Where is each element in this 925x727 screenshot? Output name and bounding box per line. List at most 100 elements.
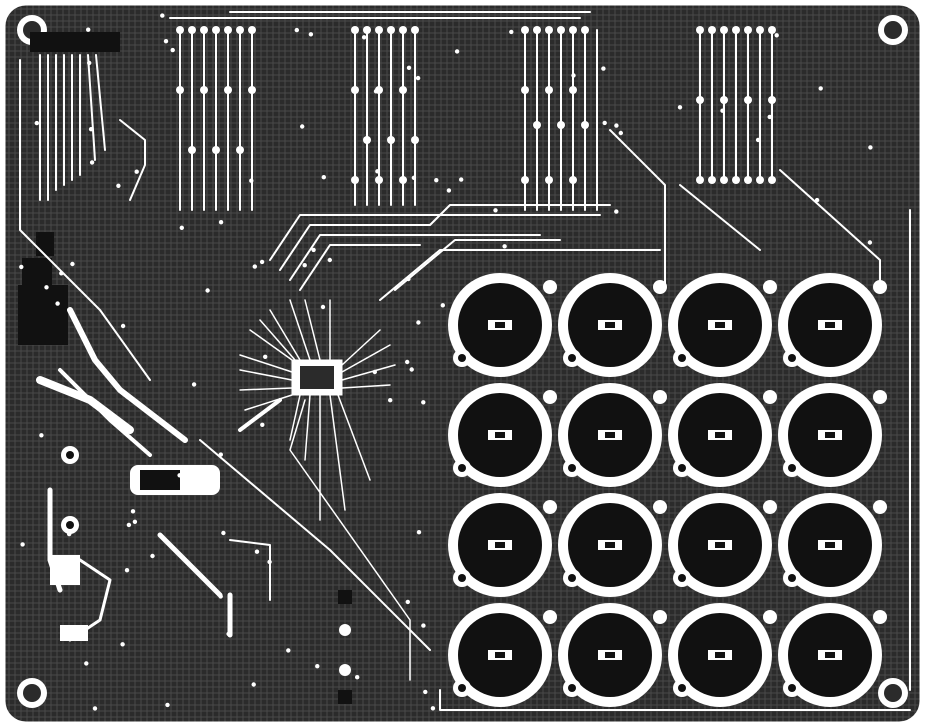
via-icon [814, 197, 820, 203]
via-icon [868, 145, 873, 150]
via-icon [218, 594, 223, 599]
via-icon [315, 664, 320, 669]
ic-footprint-icon [238, 299, 411, 681]
contact-pad-icon [558, 493, 667, 597]
via-icon [388, 398, 393, 403]
via-icon [415, 75, 421, 81]
via-icon [372, 369, 377, 375]
via-icon [251, 682, 256, 687]
contact-pad-array [448, 273, 887, 707]
contact-pad-icon [558, 383, 667, 487]
via-icon [177, 473, 182, 478]
via-icon [130, 509, 136, 514]
via-icon [614, 123, 619, 128]
via-icon [311, 247, 316, 253]
via-icon [67, 531, 72, 537]
via-icon [252, 264, 257, 269]
via-icon [677, 105, 683, 110]
via-icon [165, 702, 170, 708]
via-icon [170, 47, 175, 53]
via-icon [406, 65, 412, 71]
mounting-hole-icon [878, 678, 908, 708]
via-icon [618, 130, 623, 136]
via-icon [34, 120, 39, 126]
via-icon [818, 86, 823, 91]
via-icon [509, 29, 514, 35]
via-icon [405, 359, 410, 365]
via-icon [39, 433, 44, 438]
contact-pad-icon [448, 273, 557, 377]
via-icon [254, 549, 260, 554]
via-icon [163, 39, 169, 44]
via-icon [423, 689, 428, 695]
connector-group-2 [351, 26, 419, 206]
mounting-hole-icon [17, 678, 47, 708]
connector-group-3 [521, 26, 598, 211]
via-icon [150, 553, 155, 559]
contact-pad-icon [558, 273, 667, 377]
via-icon [294, 27, 299, 33]
contact-pad-icon [778, 273, 887, 377]
via-icon [88, 127, 94, 132]
contact-pad-icon [668, 493, 777, 597]
contact-pad-icon [448, 383, 557, 487]
via-icon [249, 178, 254, 183]
via-icon [430, 706, 436, 711]
via-icon [321, 175, 326, 180]
via-icon [160, 13, 165, 18]
via-icon [502, 244, 507, 249]
via-icon [286, 648, 291, 653]
contact-pad-icon [448, 603, 557, 707]
via-icon [300, 124, 305, 129]
via-icon [454, 49, 460, 54]
via-icon [20, 542, 25, 547]
via-icon [416, 530, 422, 535]
via-icon [260, 422, 265, 427]
contact-pad-icon [668, 603, 777, 707]
via-icon [134, 169, 139, 174]
via-icon [92, 706, 98, 711]
contact-pad-icon [778, 603, 887, 707]
via-icon [267, 559, 272, 565]
via-icon [70, 261, 75, 267]
via-icon [375, 169, 380, 174]
via-icon [179, 225, 184, 230]
via-icon [86, 27, 91, 32]
via-icon [205, 288, 210, 293]
via-icon [84, 661, 89, 666]
via-icon [89, 160, 95, 165]
via-icon [459, 177, 464, 182]
via-icon [116, 183, 121, 188]
via-icon [373, 89, 379, 94]
via-icon [409, 367, 414, 372]
via-icon [774, 33, 779, 38]
via-icon [221, 530, 226, 536]
via-icon [421, 400, 426, 405]
lower-routing [157, 439, 431, 704]
via-icon [87, 60, 92, 66]
via-icon [601, 66, 606, 71]
via-icon [614, 209, 619, 214]
via-icon [263, 354, 268, 359]
via-icon [126, 522, 132, 528]
via-icon [493, 208, 498, 213]
via-icon [124, 568, 130, 573]
via-icon [259, 259, 265, 265]
via-icon [571, 73, 576, 78]
via-icon [120, 323, 126, 329]
via-icon [867, 240, 873, 245]
via-icon [191, 382, 197, 387]
via-icon [767, 114, 772, 120]
via-icon [434, 178, 439, 183]
via-icon [361, 35, 367, 40]
connector-group-1 [176, 26, 256, 211]
mounting-hole-icon [878, 15, 908, 45]
contact-pad-icon [778, 493, 887, 597]
via-icon [308, 32, 314, 37]
via-icon [355, 675, 360, 680]
via-icon [132, 519, 138, 524]
via-icon [446, 188, 452, 193]
bus-routing [269, 129, 881, 301]
via-icon [226, 631, 231, 637]
